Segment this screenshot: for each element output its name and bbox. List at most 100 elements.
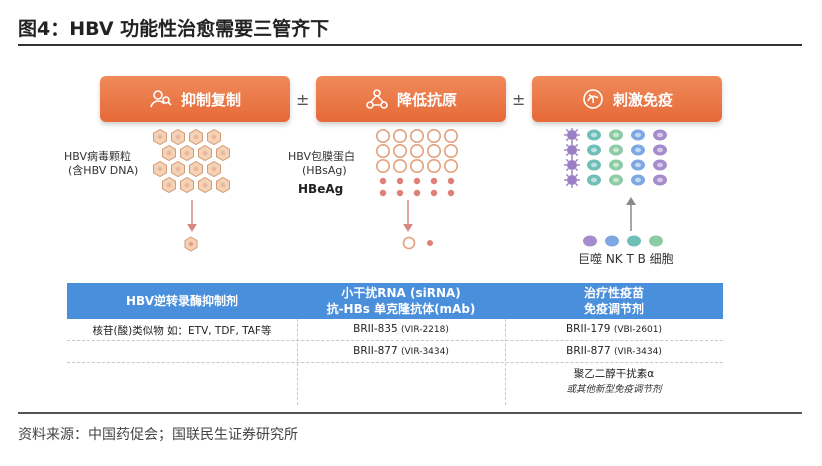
table-cell: BRII-835 (VIR-2218)	[297, 323, 505, 335]
source-note: 资料来源：中国药促会；国联民生证券研究所	[18, 427, 298, 443]
e-antigen-dot-icon	[447, 177, 455, 185]
immune-cell-icon	[653, 144, 667, 156]
person-magnifier-icon	[150, 90, 172, 108]
virus-sublabel: (含HBV DNA)	[68, 164, 139, 177]
row-divider	[67, 362, 723, 363]
immune-cell-icon	[564, 142, 580, 158]
virus-particle-icon	[198, 176, 212, 194]
e-antigen-dot-icon	[430, 189, 438, 197]
virus-particle-icon	[216, 176, 230, 194]
table-header-vaccine-immunomodulator: 治疗性疫苗 免疫调节剂	[505, 283, 723, 319]
category-stimulate-immunity: 刺激免疫	[532, 76, 722, 122]
virus-particle-icon	[180, 144, 194, 162]
table-header-sirna-mab: 小干扰RNA (siRNA) 抗-HBs 单克隆抗体(mAb)	[297, 283, 505, 319]
surface-antigen-icon	[409, 158, 424, 173]
drug-code: (VIR-2218)	[401, 325, 449, 335]
table-header-rt-inhibitor: HBV逆转录酶抑制剂	[67, 283, 297, 319]
surface-antigen-icon	[376, 129, 390, 143]
reduced-antigen-icon	[402, 236, 433, 250]
drug-code: (VIR-3434)	[401, 347, 449, 357]
immune-cells-label: 巨噬 NK T B 细胞	[578, 252, 674, 266]
immune-cell-icon	[583, 89, 603, 109]
e-antigen-dot-icon	[430, 177, 438, 185]
surface-antigen-icon	[444, 143, 459, 158]
virus-particle-icon	[207, 160, 221, 178]
e-antigen-dot-icon	[413, 189, 421, 197]
header-line: 免疫调节剂	[583, 302, 644, 316]
surface-antigen-icon	[426, 129, 441, 143]
immune-cell-grid	[564, 128, 667, 188]
e-antigen-dot-icon	[413, 177, 421, 185]
virus-particle-icon	[198, 144, 212, 162]
surface-antigen-sublabel: (HBsAg)	[302, 164, 347, 177]
surface-antigen-icon	[392, 129, 407, 143]
table-cell-note: 或其他新型免疫调节剂	[566, 384, 662, 395]
surface-antigen-icon	[409, 129, 424, 143]
immune-cell-icon	[587, 174, 601, 186]
row-divider	[67, 340, 723, 341]
immune-cell-icon	[649, 235, 663, 247]
immune-cell-icon	[627, 235, 641, 247]
immune-cell-icon	[609, 144, 623, 156]
surface-antigen-icon	[409, 143, 424, 158]
immune-cell-icon	[653, 159, 667, 171]
surface-antigen-icon	[444, 158, 459, 173]
e-antigen-dot-icon	[379, 177, 387, 185]
surface-antigen-icon	[376, 158, 390, 173]
immune-cell-row	[583, 235, 663, 247]
virus-label: HBV病毒颗粒	[64, 150, 132, 163]
title-rule	[18, 44, 802, 46]
footer-rule	[18, 412, 802, 414]
immune-cell-icon	[631, 159, 645, 171]
virus-particle-icon	[171, 128, 185, 146]
drug-name: BRII-835	[353, 323, 398, 335]
immune-cell-icon	[564, 157, 580, 173]
virus-particle-icon	[162, 144, 176, 162]
table-cell: 聚乙二醇干扰素α	[505, 366, 723, 381]
table-cell: BRII-877 (VIR-3434)	[505, 345, 723, 357]
header-line: 治疗性疫苗	[583, 286, 644, 300]
e-antigen-dot-icon	[396, 189, 404, 197]
down-arrow-icon	[187, 200, 197, 232]
immune-cell-icon	[609, 159, 623, 171]
virus-particle-icon	[153, 128, 167, 146]
e-antigen-dot-icon	[379, 189, 387, 197]
immune-cell-icon	[631, 144, 645, 156]
drug-name: 聚乙二醇干扰素α	[573, 368, 655, 380]
table-header-bar	[67, 283, 723, 319]
category-label: 刺激免疫	[612, 90, 673, 109]
drug-name: BRII-179	[565, 323, 611, 335]
category-label: 降低抗原	[396, 90, 457, 109]
e-antigen-dot-icon	[396, 177, 404, 185]
surface-antigen-label: HBV包膜蛋白	[288, 150, 356, 163]
immune-cell-icon	[587, 159, 601, 171]
virus-particle-icon	[153, 160, 167, 178]
virus-particle-icon	[171, 160, 185, 178]
drug-code: (VIR-3434)	[614, 347, 662, 357]
e-antigen-label: HBeAg	[298, 182, 344, 196]
virus-particle-icon	[189, 160, 203, 178]
virus-particle-icon	[162, 176, 176, 194]
immune-cell-icon	[564, 172, 580, 188]
virus-particle-grid	[153, 128, 230, 194]
virus-particle-icon	[207, 128, 221, 146]
table-cell: 核苷(酸)类似物 如：ETV, TDF, TAF等	[92, 325, 272, 337]
drug-name: BRII-877	[353, 345, 398, 357]
immune-cell-icon	[609, 174, 623, 186]
virus-particle-icon	[180, 176, 194, 194]
e-antigen-dot-icon	[447, 189, 455, 197]
category-label: 抑制复制	[180, 90, 241, 109]
header-line: 抗-HBs 单克隆抗体(mAb)	[326, 302, 476, 316]
immune-cell-icon	[605, 235, 619, 247]
surface-antigen-icon	[444, 129, 459, 143]
surface-antigen-icon	[426, 158, 441, 173]
virus-particle-icon	[184, 236, 198, 252]
surface-antigen-icon	[426, 143, 441, 158]
figure-title: 图4：HBV 功能性治愈需要三管齐下	[18, 18, 330, 40]
down-arrow-icon	[403, 200, 413, 232]
drug-code: (VBI-2601)	[613, 325, 663, 335]
surface-antigen-icon	[376, 143, 390, 158]
virus-particle-icon	[216, 144, 230, 162]
virus-particle-icon	[189, 128, 203, 146]
immune-cell-icon	[609, 129, 623, 141]
